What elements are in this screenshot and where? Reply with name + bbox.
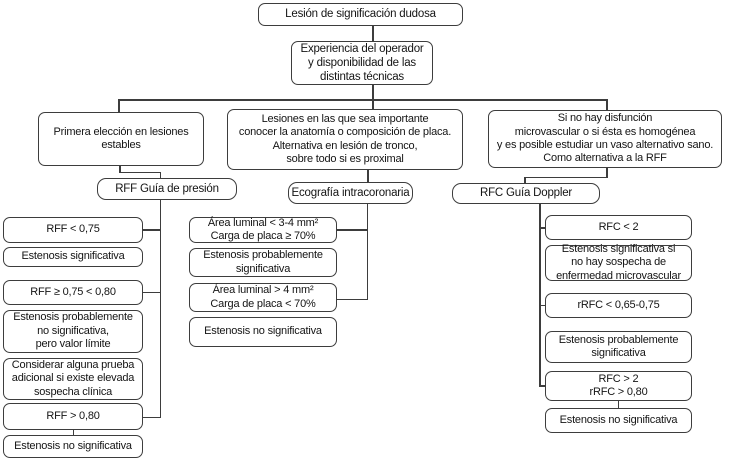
connector-stub-rff-075-080 bbox=[143, 291, 160, 293]
connector-rfc-gt-2-result bbox=[617, 401, 619, 408]
node-area-luminal-small: Área luminal < 3-4 mm² Carga de placa ≥ … bbox=[189, 217, 337, 243]
connector-left-elbow-h bbox=[119, 171, 161, 173]
connector-left-rail bbox=[159, 200, 161, 418]
node-estenosis-prob-no-sig: Estenosis probablemente no significativa… bbox=[3, 310, 143, 353]
connector-stub-area-small bbox=[337, 229, 368, 231]
node-estenosis-no-sig-mid: Estenosis no significativa bbox=[189, 317, 337, 347]
node-estenosis-prob-sig-mid: Estenosis probablemente significativa bbox=[189, 248, 337, 277]
connector-right-elbow-h bbox=[524, 176, 608, 178]
connector-stub-area-large bbox=[337, 298, 368, 300]
connector-left-elbow-v1 bbox=[119, 166, 121, 173]
node-rfc-lt-2: RFC < 2 bbox=[545, 215, 692, 240]
connector-stub-rrfc bbox=[539, 304, 546, 306]
connector-middle-to-method bbox=[367, 170, 369, 182]
connector-branch-rail bbox=[118, 99, 607, 101]
connector-left-elbow-v2 bbox=[159, 171, 161, 179]
connector-stub-rff-gt-080 bbox=[143, 416, 160, 418]
node-branch-right-criteria: Si no hay disfunción microvascular o si … bbox=[488, 110, 722, 168]
connector-root-operator bbox=[372, 26, 374, 41]
connector-right-elbow-v2 bbox=[524, 176, 526, 184]
node-root-lesion: Lesión de significación dudosa bbox=[258, 3, 463, 26]
node-estenosis-prob-sig-right: Estenosis probablemente significativa bbox=[545, 331, 692, 363]
node-rff-gt-080: RFF > 0,80 bbox=[3, 403, 143, 430]
connector-right-elbow-v1 bbox=[606, 168, 608, 178]
node-rfc-gt-2: RFC > 2 rRFC > 0,80 bbox=[545, 371, 692, 401]
connector-right-rail bbox=[539, 204, 541, 387]
node-estenosis-no-sig-right: Estenosis no significativa bbox=[545, 408, 692, 433]
node-rff-lt-075: RFF < 0,75 bbox=[3, 217, 143, 243]
connector-stub-rfc-gt-2 bbox=[539, 385, 546, 387]
node-method-ivus: Ecografía intracoronaria bbox=[288, 182, 413, 204]
node-branch-middle-criteria: Lesiones en las que sea importante conoc… bbox=[227, 109, 463, 170]
connector-operator-rail bbox=[372, 85, 374, 100]
node-area-luminal-large: Área luminal > 4 mm² Carga de placa < 70… bbox=[189, 283, 337, 312]
connector-rail-middle bbox=[372, 99, 374, 109]
node-rff-075-080: RFF ≥ 0,75 < 0,80 bbox=[3, 280, 143, 305]
node-estenosis-sig-microvascular: Estenosis significativa si no hay sospec… bbox=[545, 243, 692, 282]
connector-stub-rfc-lt-2 bbox=[539, 227, 546, 229]
connector-rff-gt-080-result bbox=[72, 430, 74, 435]
node-method-doppler: RFC Guía Doppler bbox=[452, 183, 600, 204]
node-branch-left-criteria: Primera elección en lesiones estables bbox=[38, 112, 204, 166]
connector-stub-rff-lt-075 bbox=[143, 229, 160, 231]
node-estenosis-significativa: Estenosis significativa bbox=[3, 247, 143, 267]
node-considerar-prueba-adicional: Considerar alguna prueba adicional si ex… bbox=[3, 358, 143, 400]
node-method-pressure-wire: RFF Guía de presión bbox=[97, 178, 237, 200]
connector-rail-left bbox=[118, 99, 120, 112]
node-operator-experience: Experiencia del operador y disponibilida… bbox=[291, 41, 433, 85]
connector-middle-rail bbox=[366, 204, 368, 300]
connector-rail-right bbox=[606, 99, 608, 110]
node-estenosis-no-sig-left: Estenosis no significativa bbox=[3, 435, 143, 458]
node-rrfc-065-075: rRFC < 0,65-0,75 bbox=[545, 293, 692, 318]
